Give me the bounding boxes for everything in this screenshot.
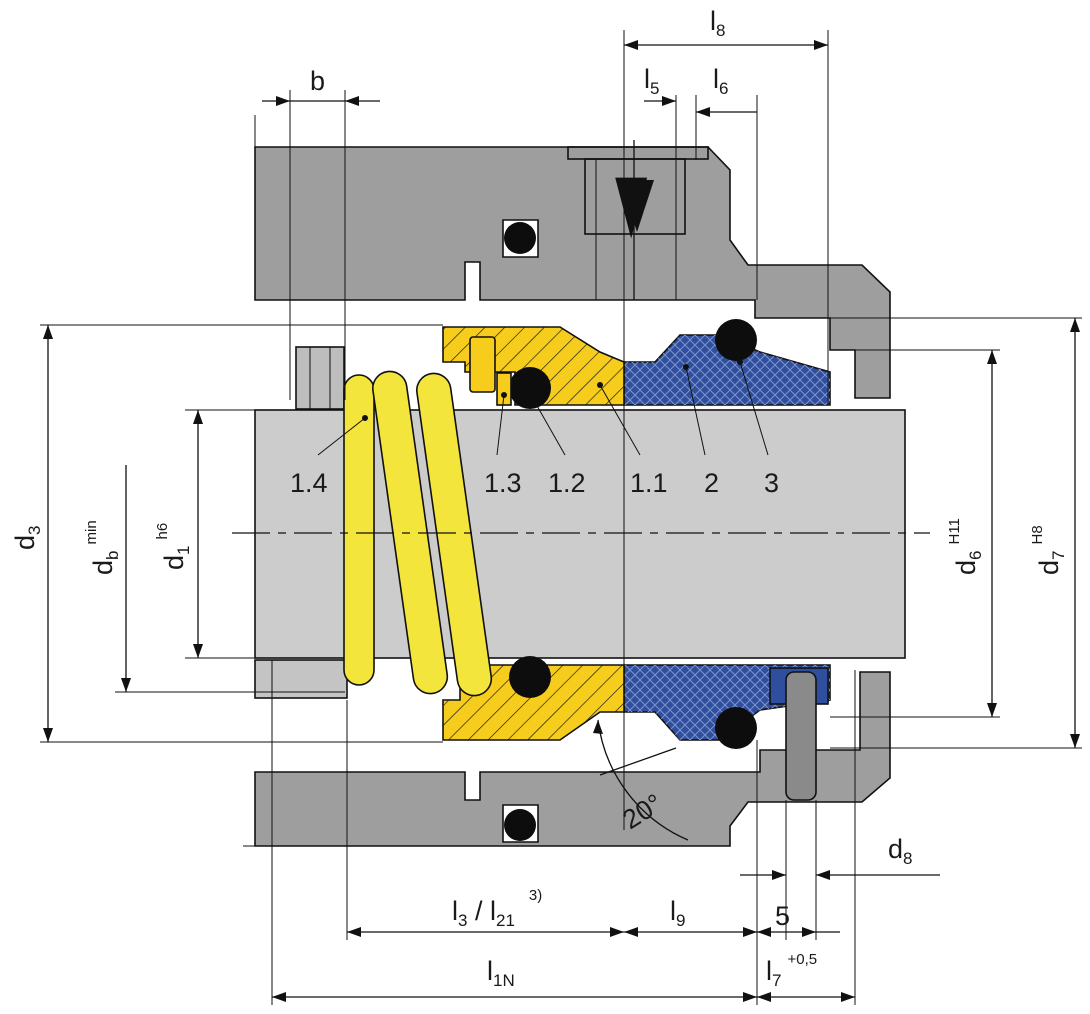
extension-lines bbox=[40, 30, 1082, 1005]
label-l8: l8 bbox=[710, 6, 725, 40]
part-1-2: 1.2 bbox=[548, 468, 586, 498]
label-l9: l9 bbox=[670, 896, 685, 930]
label-l7: l7+0,5 bbox=[766, 951, 817, 990]
part-1-3: 1.3 bbox=[484, 468, 522, 498]
pins bbox=[295, 346, 817, 801]
label-db: dbmin bbox=[83, 520, 122, 575]
part-1-1: 1.1 bbox=[630, 468, 668, 498]
label-l3-l21: l3 / l213) bbox=[452, 887, 542, 930]
label-d7: d7H8 bbox=[1029, 525, 1068, 575]
label-d8: d8 bbox=[888, 834, 913, 868]
label-d1: d1h6 bbox=[154, 523, 193, 570]
label-d6: d6H11 bbox=[946, 518, 985, 575]
label-b: b bbox=[310, 66, 325, 96]
leader-dots bbox=[362, 359, 743, 421]
label-l6: l6 bbox=[713, 64, 728, 98]
part-1-4: 1.4 bbox=[290, 468, 328, 498]
spring bbox=[343, 370, 493, 697]
part-3: 3 bbox=[764, 468, 779, 498]
label-d3: d3 bbox=[10, 526, 44, 551]
o-rings bbox=[496, 222, 757, 841]
stationary-seat bbox=[623, 334, 831, 741]
dimension-lines bbox=[47, 44, 1076, 998]
flow-arrow bbox=[620, 180, 654, 232]
part-2: 2 bbox=[704, 468, 719, 498]
label-5: 5 bbox=[775, 901, 790, 931]
label-l5: l5 bbox=[644, 64, 659, 98]
leader-lines bbox=[317, 361, 769, 456]
label-l1N: l1N bbox=[487, 956, 515, 990]
